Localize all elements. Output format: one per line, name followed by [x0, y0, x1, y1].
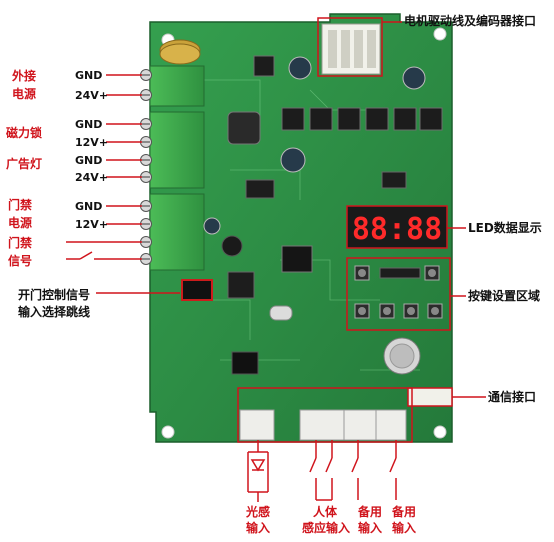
crystal [269, 305, 293, 321]
label-spare2-2: 输入 [392, 521, 417, 535]
label-human-input-2: 感应输入 [302, 521, 351, 535]
label-light-input-1: 光感 [246, 505, 271, 519]
label-jumper-2: 输入选择跳线 [18, 305, 91, 319]
label-jumper-1: 开门控制信号 [18, 288, 91, 302]
led-digits: 88:88 [352, 212, 442, 247]
mosfet-row [253, 55, 443, 131]
label-door-power-2: 电源 [8, 216, 33, 230]
label-light-input-2: 输入 [246, 521, 271, 535]
label-spare1-1: 备用 [358, 505, 383, 519]
terminal-gnd-3: GND [75, 154, 103, 167]
mounting-holes [161, 27, 447, 439]
buzzer [221, 235, 243, 257]
terminal-12v-2: 12V+ [75, 218, 109, 231]
terminal-gnd-1: GND [75, 69, 103, 82]
callout-lines [66, 17, 486, 502]
label-maglock: 磁力锁 [6, 126, 43, 140]
terminal-24v-2: 24V+ [75, 171, 109, 184]
label-spare2-1: 备用 [392, 505, 417, 519]
terminal-12v-1: 12V+ [75, 136, 109, 149]
terminal-gnd-2: GND [75, 118, 103, 131]
terminal-block-lock-light [149, 111, 205, 189]
motor-encoder-connector [321, 23, 381, 75]
led-display-box [346, 205, 448, 249]
label-button-area: 按键设置区域 [468, 289, 541, 303]
label-comm-port: 通信接口 [488, 390, 537, 404]
label-human-input-1: 人体 [313, 505, 338, 519]
label-ext-power-2: 电源 [12, 87, 37, 101]
bottom-connectors [239, 409, 407, 441]
label-door-power-1: 门禁 [8, 198, 33, 212]
mcu-chip [281, 245, 313, 273]
terminal-24v-1: 24V+ [75, 89, 109, 102]
label-ad-light: 广告灯 [6, 157, 43, 171]
left-terminal-blocks [140, 65, 205, 271]
label-spare1-2: 输入 [358, 521, 383, 535]
terminal-block-door [149, 193, 205, 271]
jumper-block [181, 279, 213, 301]
rf-module [231, 351, 259, 375]
button-area [346, 257, 451, 331]
label-ext-power-1: 外接 [12, 69, 37, 83]
label-motor-encoder: 电机驱动线及编码器接口 [404, 14, 537, 28]
label-door-signal-1: 门禁 [8, 236, 33, 250]
terminal-block-power [149, 65, 205, 107]
bottom-connector-outline [237, 387, 413, 443]
inductor [227, 111, 261, 145]
comm-connector [407, 387, 453, 407]
terminal-gnd-4: GND [75, 200, 103, 213]
diode-symbol [250, 459, 266, 472]
capacitors [203, 56, 426, 235]
coil-component [159, 39, 201, 65]
label-door-signal-2: 信号 [8, 254, 33, 268]
label-led-display: LED数据显示 [468, 221, 542, 235]
